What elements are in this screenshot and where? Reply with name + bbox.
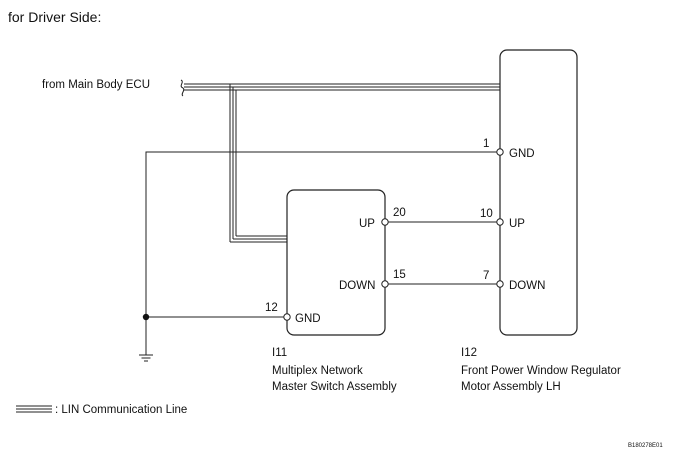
source-label: from Main Body ECU <box>42 79 150 91</box>
switch-up-name: UP <box>359 218 375 230</box>
switch-pin-down <box>381 280 389 288</box>
switch-gnd-number: 12 <box>265 302 278 314</box>
switch-down-number: 15 <box>393 269 406 281</box>
wire-break-symbol <box>180 79 185 97</box>
switch-gnd-name: GND <box>295 313 321 325</box>
junction-dot <box>142 313 150 321</box>
motor-up-name: UP <box>509 218 525 230</box>
switch-up-number: 20 <box>393 207 406 219</box>
diagram-title: for Driver Side: <box>8 9 101 25</box>
switch-name-line2: Master Switch Assembly <box>272 381 397 393</box>
switch-id: I11 <box>272 347 287 359</box>
motor-up-number: 10 <box>480 208 493 220</box>
switch-pin-up <box>381 218 389 226</box>
motor-id: I12 <box>461 347 477 359</box>
figure-code: B180278E01 <box>628 443 663 449</box>
lin-line-main <box>184 83 500 91</box>
motor-assembly-box <box>499 49 578 336</box>
motor-gnd-name: GND <box>509 148 535 160</box>
switch-assembly-box <box>286 189 386 336</box>
switch-down-name: DOWN <box>339 280 375 292</box>
motor-pin-gnd <box>496 148 504 156</box>
motor-pin-up <box>496 218 504 226</box>
motor-down-number: 7 <box>483 270 489 282</box>
switch-pin-gnd <box>283 313 291 321</box>
ground-symbol <box>139 354 153 362</box>
motor-down-name: DOWN <box>509 280 545 292</box>
motor-name-line1: Front Power Window Regulator <box>461 365 621 377</box>
lin-line-branch <box>229 84 287 243</box>
motor-gnd-number: 1 <box>483 138 489 150</box>
gnd-wire-motor <box>145 151 500 355</box>
motor-pin-down <box>496 280 504 288</box>
switch-name-line1: Multiplex Network <box>272 365 363 377</box>
legend-label: : LIN Communication Line <box>55 404 187 416</box>
legend-lin-swatch <box>16 405 52 413</box>
motor-name-line2: Motor Assembly LH <box>461 381 561 393</box>
